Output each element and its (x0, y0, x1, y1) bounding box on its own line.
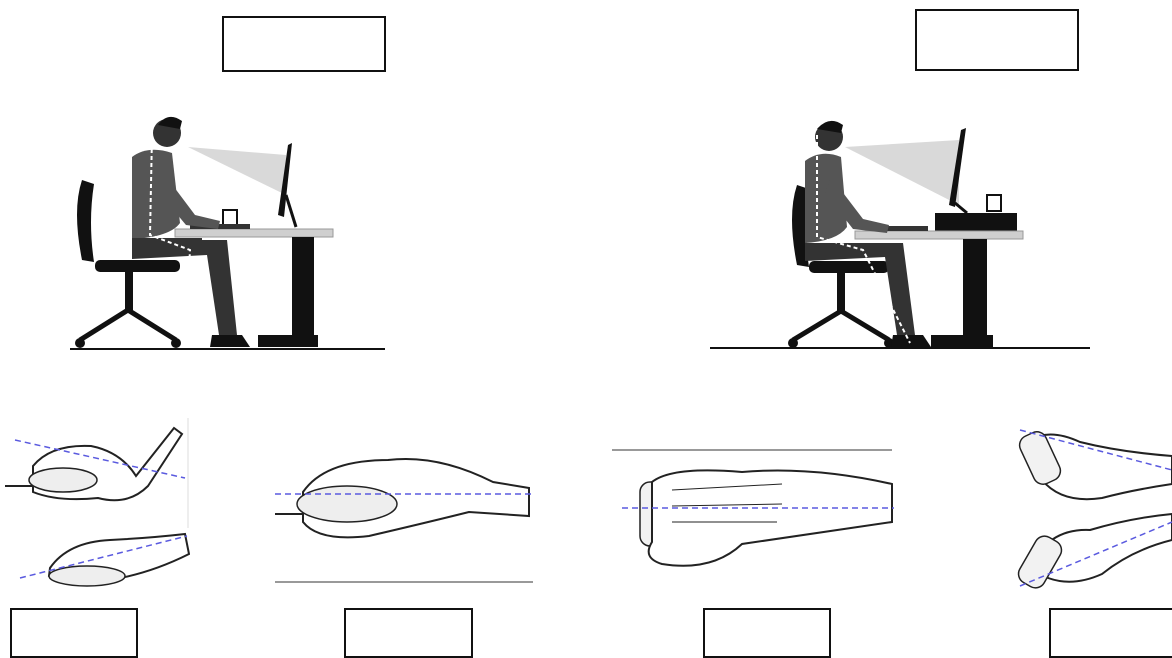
hand-on-mouse-side-views-illustration (5, 418, 190, 593)
hand-on-mouse-side-view-illustration (275, 432, 533, 592)
label-box-top-right[interactable] (915, 9, 1079, 71)
seated-posture-raised-monitor-illustration (705, 85, 1095, 360)
seated-posture-standard-desk-illustration (40, 85, 390, 360)
label-box-top-left[interactable] (222, 16, 386, 72)
hand-on-mouse-top-view-illustration (612, 410, 894, 590)
hand-on-mouse-angled-views-illustration (1012, 418, 1172, 593)
